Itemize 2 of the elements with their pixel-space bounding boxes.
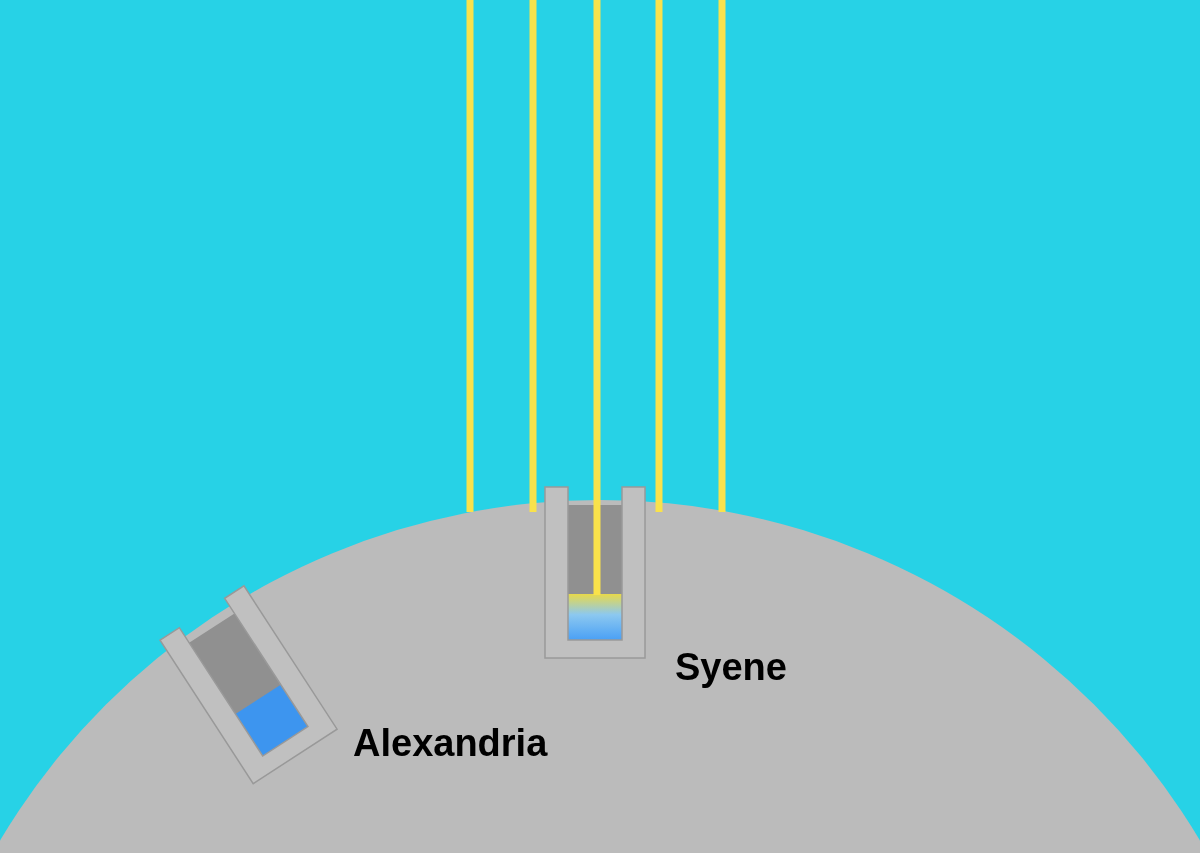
place-name: Alexandria [353,724,548,762]
place-name: Syene [675,648,787,686]
